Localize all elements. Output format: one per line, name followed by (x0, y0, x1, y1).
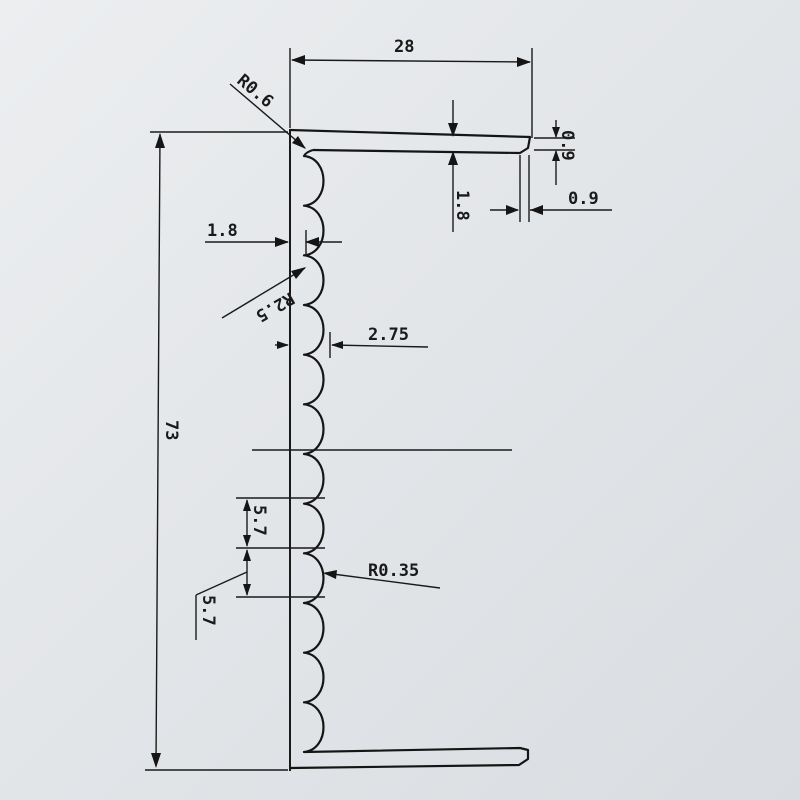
dim-label-rib-depth: 2.75 (368, 325, 409, 345)
dimension-line-rib (331, 344, 429, 348)
dim-label-pitch-b: 5.7 (198, 595, 218, 626)
dim-label-width: 28 (394, 37, 414, 57)
arrowhead (243, 499, 251, 511)
arrowhead (275, 237, 289, 247)
dim-label-lip-width: 0.9 (568, 189, 599, 209)
dim-label-pitch-a: 5.7 (249, 505, 269, 536)
dim-label-lip-height: 1.8 (452, 190, 472, 221)
leader-pitch (195, 571, 248, 596)
dim-label-fillet-radius: R0.35 (368, 561, 419, 581)
arrowhead (517, 57, 531, 67)
arrowhead (243, 584, 251, 596)
arrowhead (552, 127, 560, 138)
dimension-line-73 (155, 133, 161, 767)
dim-label-height: 73 (161, 420, 181, 440)
arrowhead (292, 136, 306, 149)
leader-r0-35 (324, 572, 441, 589)
leader-r2-5 (221, 267, 306, 319)
arrowhead (448, 151, 458, 165)
arrowhead (291, 267, 306, 279)
dim-label-flange-thickness: 0.9 (557, 130, 577, 161)
arrowhead (155, 133, 165, 148)
arrowhead (530, 205, 543, 215)
dimension-line-28 (291, 59, 531, 63)
arrowhead (291, 55, 305, 65)
arrowhead (331, 341, 343, 349)
arrowhead (552, 150, 560, 161)
arrowhead (151, 753, 161, 768)
leader-r0-6 (229, 83, 306, 149)
arrowhead (323, 570, 337, 579)
arrowhead (448, 123, 458, 137)
arrowhead (277, 341, 289, 349)
arrowhead (243, 549, 251, 561)
top-flange (289, 128, 532, 155)
arrowhead (305, 237, 319, 247)
dim-label-wall-thickness: 1.8 (207, 221, 238, 241)
arrowhead (506, 205, 519, 215)
arrowhead (243, 535, 251, 547)
